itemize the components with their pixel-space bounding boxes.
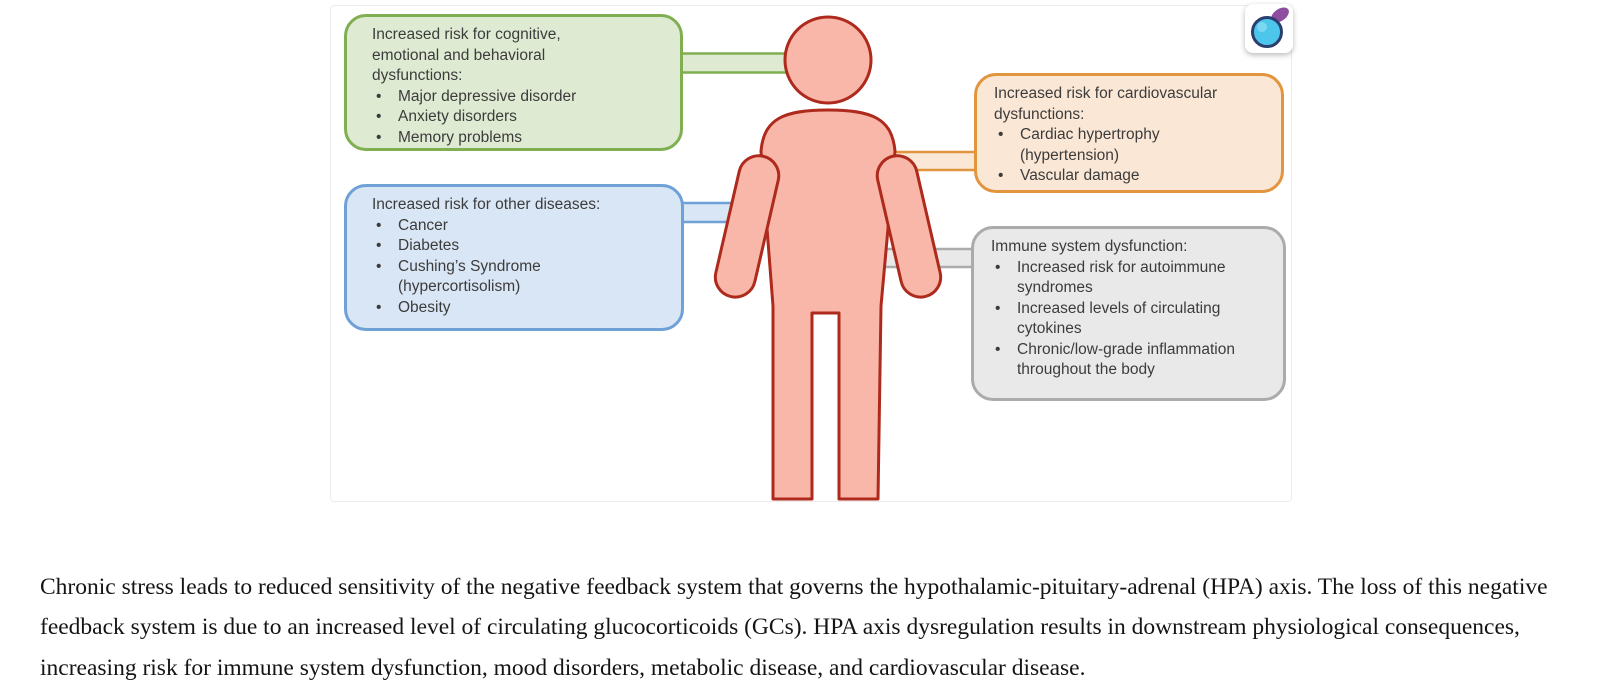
callout-cognitive-dysfunctions: Increased risk for cognitive, emotional … bbox=[344, 14, 683, 151]
callout-other-diseases: Increased risk for other diseases: Cance… bbox=[344, 184, 684, 331]
callout-bullet: Increased risk for autoimmune syndromes bbox=[991, 258, 1252, 299]
callout-bullet: Cardiac hypertrophy (hypertension) bbox=[994, 125, 1255, 166]
callout-bullet: Increased levels of circulating cytokine… bbox=[991, 299, 1252, 340]
callout-bullet-list: CancerDiabetesCushing’s Syndrome (hyperc… bbox=[372, 216, 667, 319]
callout-bullet-list: Major depressive disorderAnxiety disorde… bbox=[372, 87, 666, 149]
callout-bullet: Memory problems bbox=[372, 128, 633, 149]
figure-caption: Chronic stress leads to reduced sensitiv… bbox=[40, 567, 1555, 688]
callout-bullet: Chronic/low-grade inflammation throughou… bbox=[991, 340, 1252, 381]
callout-bullet-list: Cardiac hypertrophy (hypertension)Vascul… bbox=[994, 125, 1271, 187]
callout-bullet: Diabetes bbox=[372, 236, 633, 257]
figure-panel: Increased risk for cognitive, emotional … bbox=[330, 5, 1292, 502]
callout-title: Increased risk for other diseases: bbox=[372, 195, 667, 216]
callout-bullet-list: Increased risk for autoimmune syndromesI… bbox=[991, 258, 1273, 381]
person-figure bbox=[711, 17, 944, 499]
person-head bbox=[785, 17, 871, 103]
callout-bullet: Vascular damage bbox=[994, 166, 1255, 187]
callout-bullet: Cancer bbox=[372, 216, 633, 237]
callout-cardiovascular-dysfunctions: Increased risk for cardiovascular dysfun… bbox=[974, 73, 1284, 193]
callout-bullet: Anxiety disorders bbox=[372, 107, 633, 128]
callout-bullet: Cushing’s Syndrome (hypercortisolism) bbox=[372, 257, 633, 298]
callout-bullet: Major depressive disorder bbox=[372, 87, 633, 108]
callout-title: Increased risk for cognitive, emotional … bbox=[372, 25, 627, 87]
callout-title: Increased risk for cardiovascular dysfun… bbox=[994, 84, 1271, 125]
callout-title: Immune system dysfunction: bbox=[991, 237, 1273, 258]
person-body bbox=[761, 110, 895, 499]
callout-immune-dysfunction: Immune system dysfunction: Increased ris… bbox=[971, 226, 1286, 401]
logo-tile bbox=[1245, 4, 1293, 53]
callout-bullet: Obesity bbox=[372, 298, 633, 319]
magnifier-cell-logo-icon bbox=[1245, 4, 1293, 53]
